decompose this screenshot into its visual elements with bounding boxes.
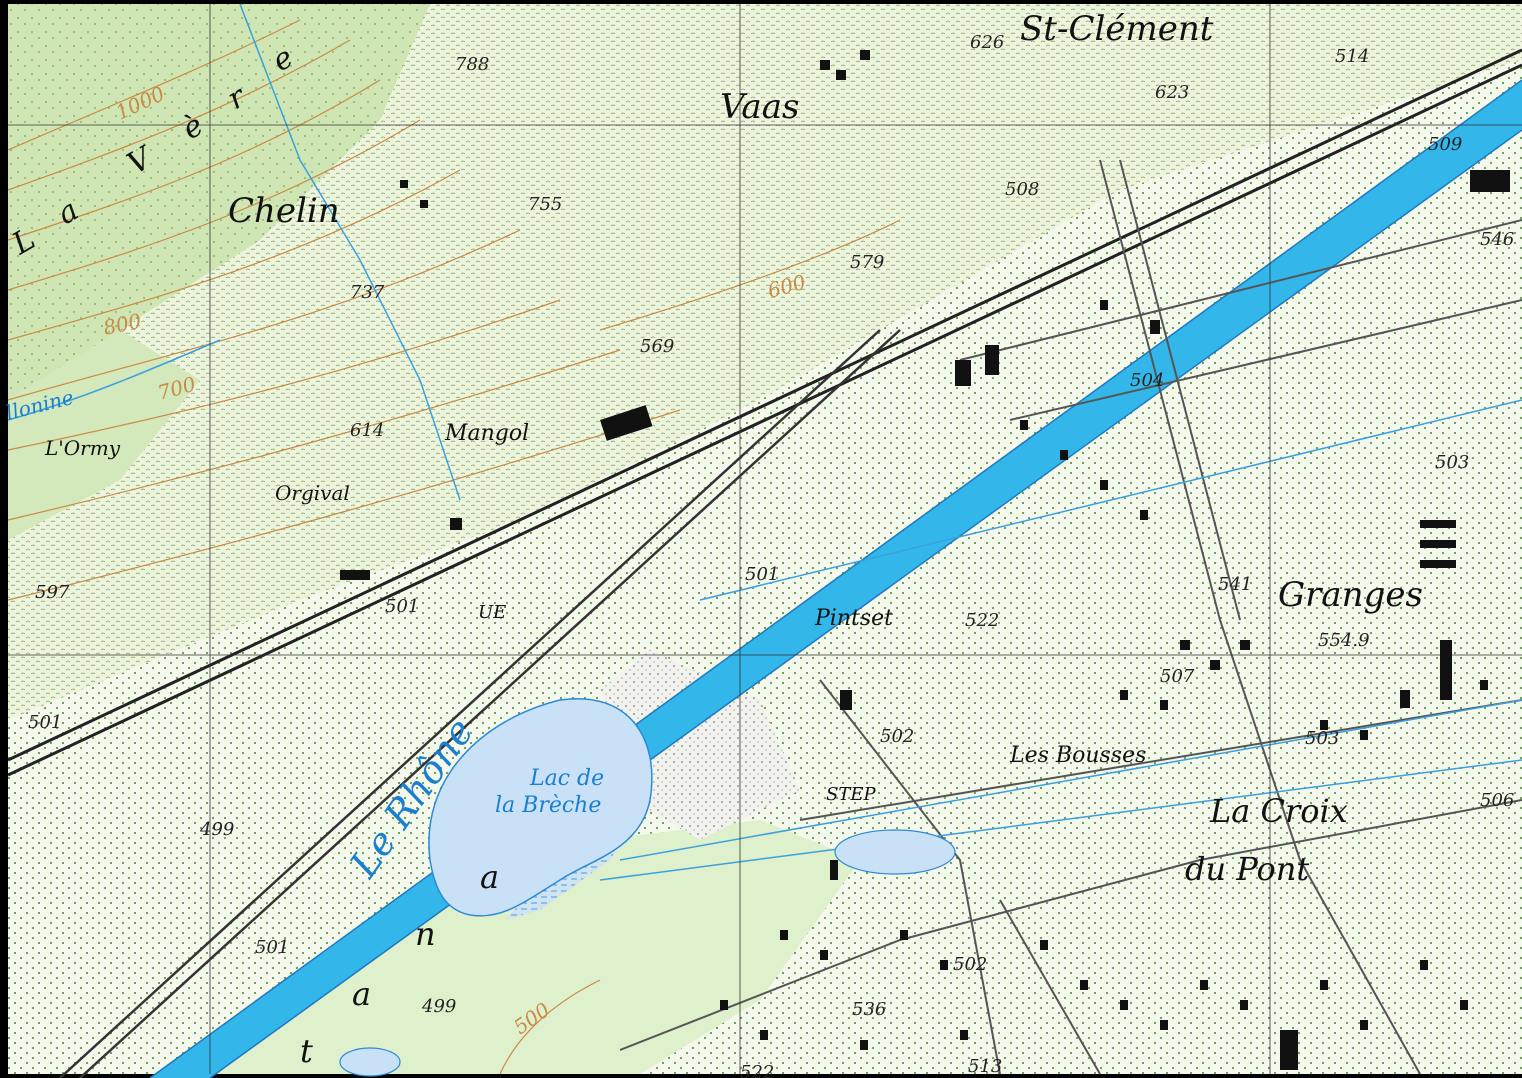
label-itana-2: a xyxy=(352,975,371,1013)
roads xyxy=(619,159,1522,1075)
river-bank-north xyxy=(149,79,1522,1078)
spot-501d: 501 xyxy=(255,937,289,958)
forest-area xyxy=(8,4,430,400)
spot-554-9: 554.9 xyxy=(1318,630,1370,651)
spot-504: 504 xyxy=(1130,370,1164,391)
label-itana-3: n xyxy=(415,915,436,953)
label-itana-1: t xyxy=(300,1032,313,1070)
spot-597: 597 xyxy=(35,582,70,603)
spot-579: 579 xyxy=(850,252,884,273)
coordinate-grid xyxy=(8,4,1522,1074)
label-itana-4: a xyxy=(480,858,499,896)
label-l-ormy: L'Ormy xyxy=(44,436,121,460)
label-pintset: Pintset xyxy=(814,606,893,631)
spot-507: 507 xyxy=(1160,666,1195,687)
spot-522: 522 xyxy=(965,610,999,631)
spot-499b: 499 xyxy=(421,996,456,1017)
label-mangol: Mangol xyxy=(444,421,529,446)
streams xyxy=(7,3,1522,881)
spot-536: 536 xyxy=(852,999,886,1020)
golf-course-area xyxy=(180,820,860,1074)
pond-south xyxy=(339,1047,401,1077)
spot-788: 788 xyxy=(455,54,489,75)
buildings xyxy=(340,50,1510,1070)
spot-522b: 522 xyxy=(740,1062,774,1078)
spot-626: 626 xyxy=(970,32,1004,53)
spot-541: 541 xyxy=(1218,574,1252,595)
contour-lines xyxy=(7,19,901,1075)
spot-737: 737 xyxy=(350,282,385,303)
spot-506: 506 xyxy=(1480,790,1514,811)
spot-501b: 501 xyxy=(385,596,419,617)
label-la-breche: la Brèche xyxy=(495,793,601,818)
label-step: STEP xyxy=(826,784,876,805)
label-du-pont: du Pont xyxy=(1185,850,1309,888)
spot-501a: 501 xyxy=(745,564,779,585)
spot-heights: 788 626 623 514 509 755 508 546 737 579 … xyxy=(28,32,1514,1078)
pond-step xyxy=(834,829,956,875)
label-lac-de: Lac de xyxy=(529,766,604,791)
spot-569: 569 xyxy=(640,336,674,357)
spot-623: 623 xyxy=(1155,82,1189,103)
spot-546: 546 xyxy=(1480,229,1514,250)
spot-509: 509 xyxy=(1428,134,1462,155)
spot-614: 614 xyxy=(350,420,384,441)
spot-508: 508 xyxy=(1005,179,1039,200)
label-orgival: Orgival xyxy=(275,481,350,505)
lake-breche xyxy=(428,698,653,917)
spot-499a: 499 xyxy=(199,819,234,840)
label-ue: UE xyxy=(478,602,506,623)
spot-755: 755 xyxy=(528,194,562,215)
spot-513: 513 xyxy=(968,1056,1002,1077)
spot-502a: 502 xyxy=(880,726,914,747)
spot-514: 514 xyxy=(1335,46,1369,67)
vineyard-slope xyxy=(8,4,1522,720)
forest-patch xyxy=(8,330,200,540)
label-vaas: Vaas xyxy=(720,87,799,127)
label-les-bousses: Les Bousses xyxy=(1009,743,1146,768)
spot-503b: 503 xyxy=(1305,728,1339,749)
label-granges: Granges xyxy=(1278,575,1423,615)
label-la-croix: La Croix xyxy=(1209,792,1348,830)
spot-501c: 501 xyxy=(28,712,62,733)
label-chelin: Chelin xyxy=(228,191,340,231)
spot-503a: 503 xyxy=(1435,452,1469,473)
spot-502b: 502 xyxy=(953,954,987,975)
river-bank-south xyxy=(209,129,1522,1078)
label-st-clement: St-Clément xyxy=(1020,9,1214,49)
